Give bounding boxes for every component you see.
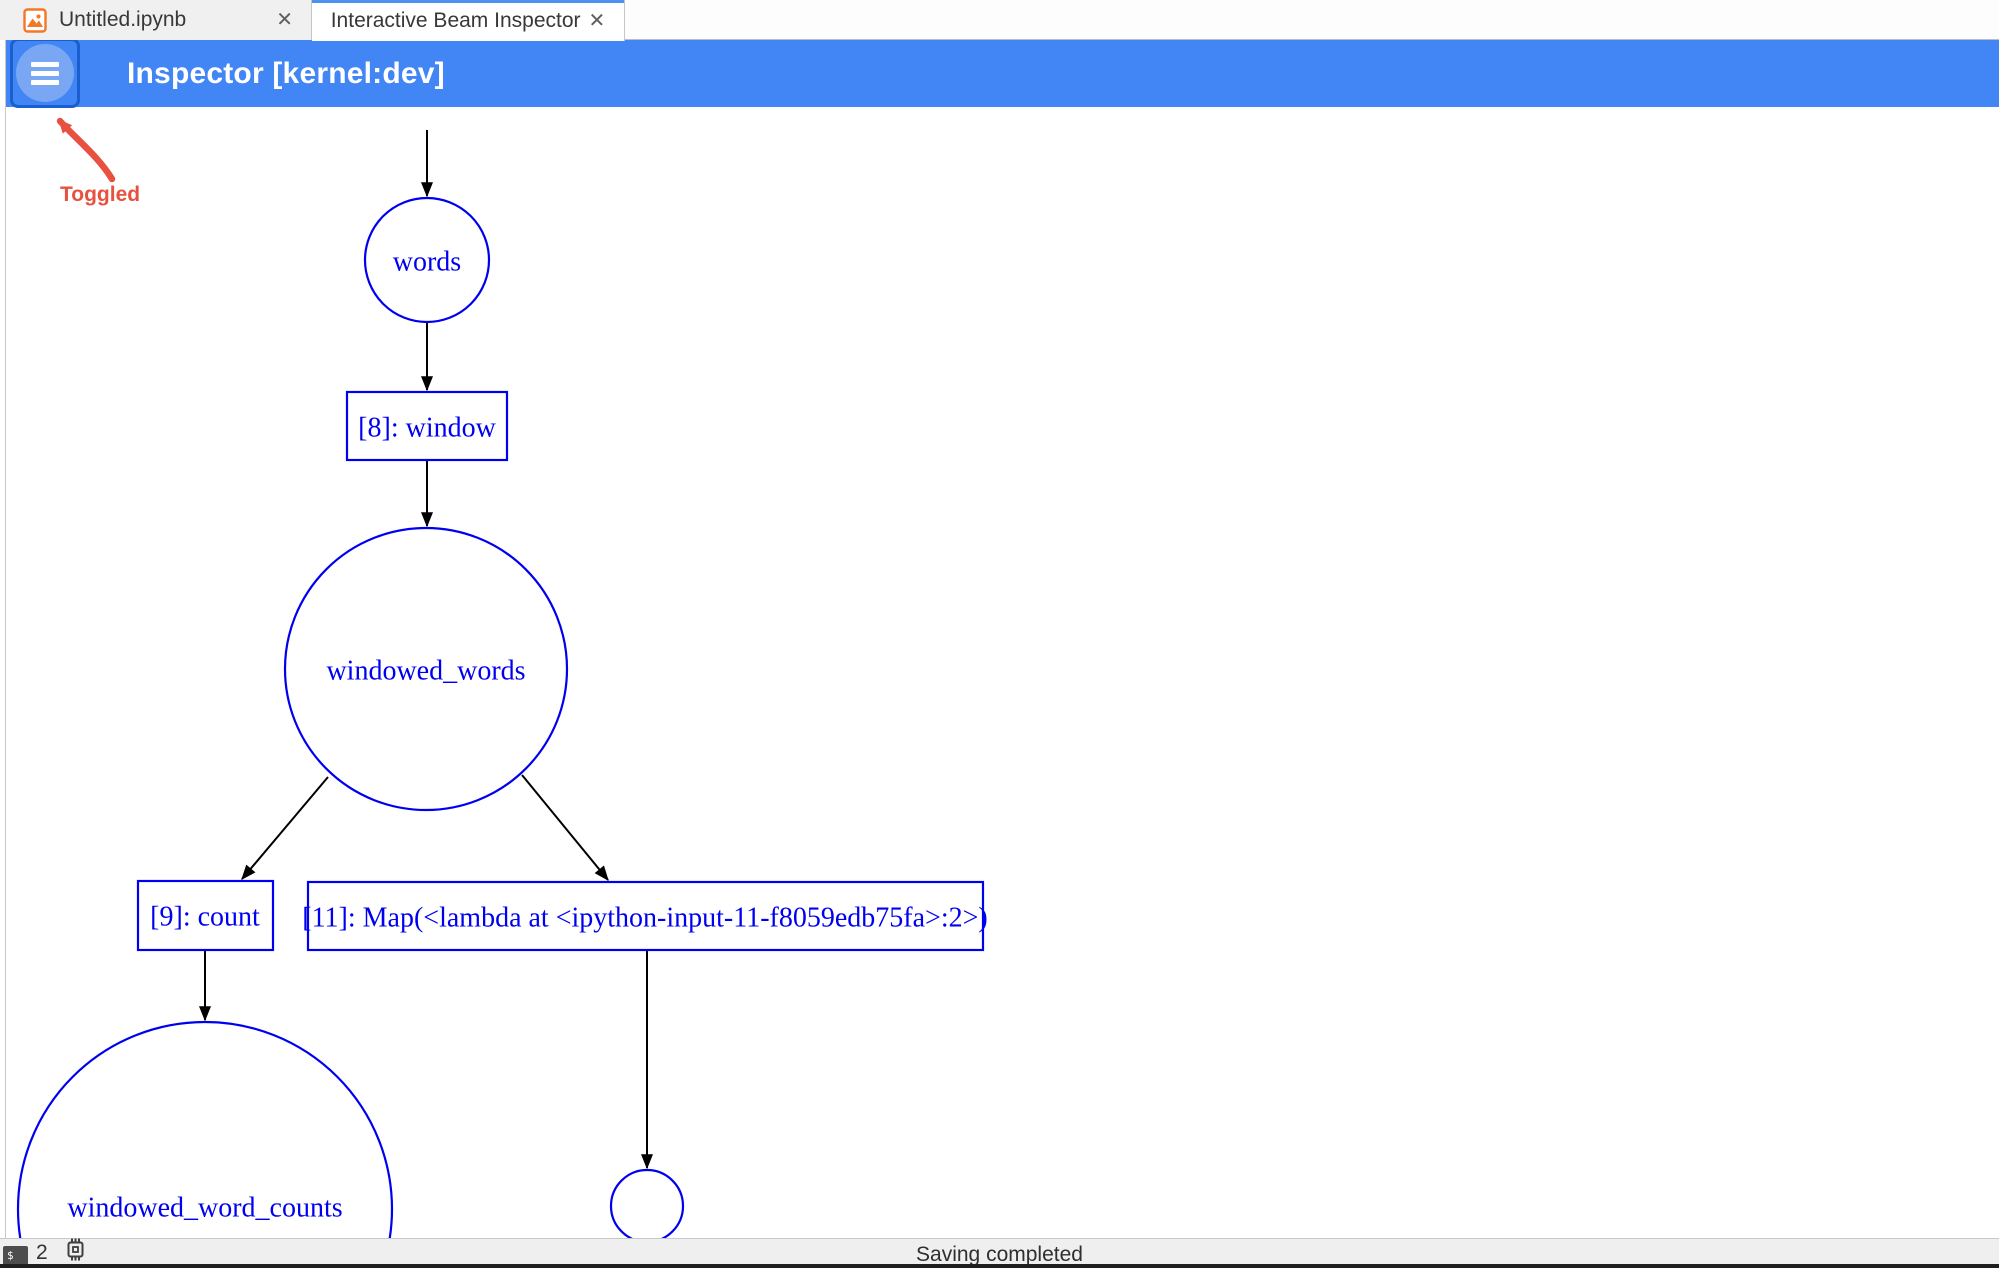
graph-edges xyxy=(199,130,653,1170)
edge-windowed-words-to-count xyxy=(241,776,329,880)
menu-toggle-button[interactable] xyxy=(10,38,80,108)
tab-label: Untitled.ipynb xyxy=(59,8,187,31)
tab-bar: Untitled.ipynb ✕ Interactive Beam Inspec… xyxy=(0,0,1999,41)
node-words xyxy=(363,196,491,324)
window-bottom-edge xyxy=(0,1264,1999,1268)
annotation-arrow xyxy=(56,117,116,183)
kernel-chip-icon[interactable] xyxy=(64,1238,87,1266)
active-tab-accent xyxy=(312,0,624,3)
session-count[interactable]: 2 xyxy=(36,1241,48,1264)
tab-untitled-notebook[interactable]: Untitled.ipynb ✕ xyxy=(0,0,312,40)
panel-left-border xyxy=(5,40,6,1238)
terminal-sessions-icon[interactable]: $ xyxy=(3,1246,28,1265)
edge-windowed-words-to-map xyxy=(521,774,609,881)
node-unnamed-output xyxy=(609,1168,685,1238)
node-windowed-words xyxy=(283,526,569,812)
node-windowed-word-counts xyxy=(16,1020,394,1238)
inspector-header: Inspector [kernel:dev] xyxy=(6,38,1999,108)
hamburger-icon xyxy=(16,44,74,102)
node-map-transform xyxy=(306,880,985,952)
node-count-transform xyxy=(136,879,275,952)
node-label: words xyxy=(393,247,461,278)
page-title: Inspector [kernel:dev] xyxy=(127,56,445,90)
tab-beam-inspector[interactable]: Interactive Beam Inspector ✕ xyxy=(312,0,625,41)
close-icon[interactable]: ✕ xyxy=(276,9,293,31)
notebook-icon xyxy=(23,7,47,33)
node-label: [11]: Map(<lambda at <ipython-input-11-f… xyxy=(302,903,987,934)
tab-label: Interactive Beam Inspector xyxy=(330,8,581,32)
status-message: Saving completed xyxy=(916,1243,1083,1266)
node-label: windowed_words xyxy=(326,656,525,687)
close-icon[interactable]: ✕ xyxy=(588,9,606,32)
node-window-transform xyxy=(345,390,509,462)
node-label: [8]: window xyxy=(358,413,496,444)
node-label: [9]: count xyxy=(150,902,260,933)
status-bar: $ 2 Saving completed xyxy=(0,1238,1999,1268)
pipeline-graph-canvas: words [8]: window windowed_words [9]: co… xyxy=(0,107,1999,1238)
node-label: windowed_word_counts xyxy=(67,1193,342,1224)
annotation-label: Toggled xyxy=(60,183,141,206)
pipeline-graph: words [8]: window windowed_words [9]: co… xyxy=(16,130,988,1238)
